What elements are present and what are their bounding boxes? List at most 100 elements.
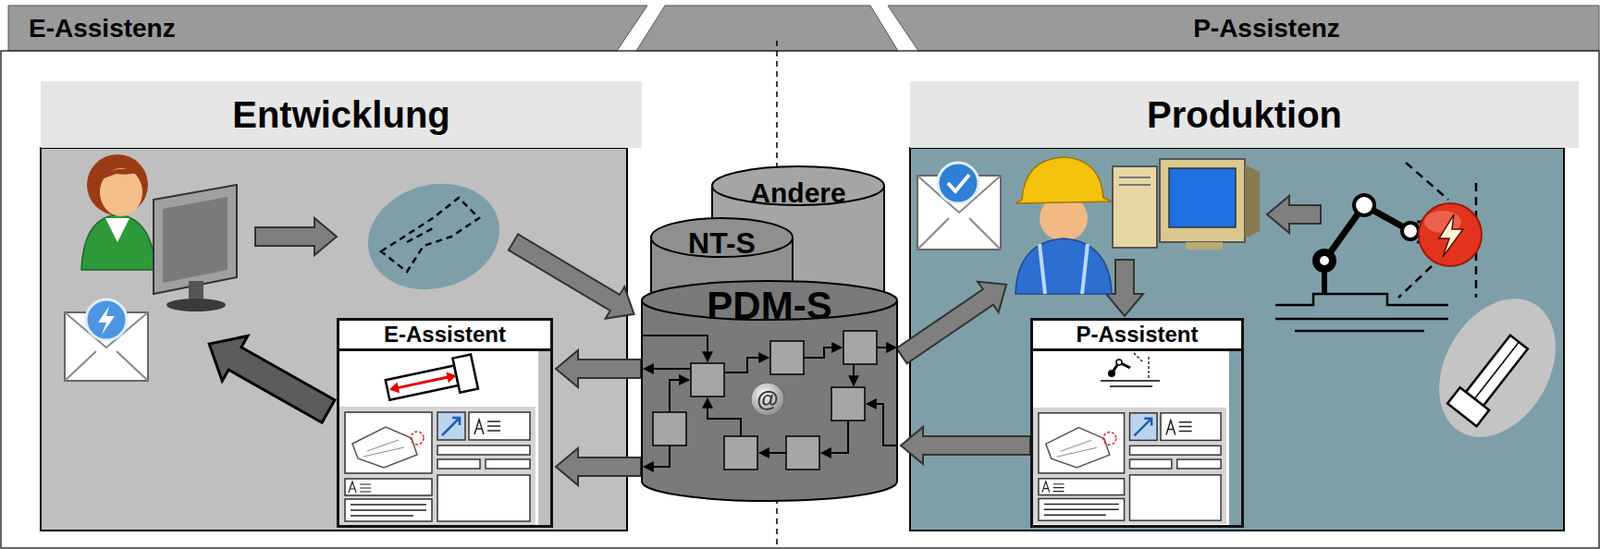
pdm-network <box>643 445 670 468</box>
node-text: P-Assistent <box>1033 320 1242 352</box>
p-assistant-screen <box>1116 359 1122 366</box>
block-arrow <box>555 448 641 486</box>
pdm-network <box>652 331 877 470</box>
block-arrow <box>900 427 1031 465</box>
bolt-part <box>1447 387 1490 427</box>
node-text: NT-S <box>650 217 794 261</box>
developer-figure <box>81 214 156 271</box>
p-assistant-screen <box>1100 380 1160 382</box>
developer-figure <box>86 154 148 216</box>
node-text: Entwicklung <box>40 81 642 148</box>
robot-symbol <box>1275 294 1449 306</box>
header-band: P-Assistenz <box>918 5 1600 51</box>
flow-arrow <box>196 321 341 435</box>
pdm-network <box>640 335 708 362</box>
header-band: E-Assistenz <box>8 5 625 51</box>
e-assistant-screen <box>396 377 450 389</box>
p-assistant-screen <box>1033 407 1227 525</box>
robot-symbol <box>1439 214 1464 258</box>
robot-symbol <box>1405 162 1449 200</box>
p-assistant-screen <box>1100 353 1160 387</box>
draft-part <box>356 169 512 304</box>
bolt-part <box>1415 278 1580 459</box>
panel-ground <box>40 147 628 531</box>
flow-arrow <box>504 226 644 331</box>
robot-symbol <box>1312 248 1337 273</box>
node-text: Produktion <box>910 81 1579 148</box>
developer-figure <box>81 154 156 271</box>
robot-symbol <box>1275 162 1482 332</box>
mail-alert-icon <box>98 306 115 335</box>
flow-arrow <box>255 218 337 256</box>
network-symbol: @ <box>756 386 778 413</box>
pdm-network <box>803 347 842 358</box>
pdm-network <box>750 382 785 417</box>
pdm-network <box>876 346 897 349</box>
pdm-network <box>643 368 691 370</box>
robot-symbol <box>1294 330 1425 333</box>
worker-figure <box>1015 157 1112 295</box>
e-assistant-screen <box>385 365 459 400</box>
node-text: E-Assistent <box>339 320 551 352</box>
monitor-icon <box>153 184 237 312</box>
robot-symbol <box>1402 222 1419 240</box>
pdm-network <box>724 357 769 373</box>
bolt-part <box>1474 342 1519 399</box>
mail-check-icon <box>937 162 979 204</box>
area-panel: ProduktionP-Assistent <box>910 81 1579 531</box>
assistant-box: P-Assistent <box>1030 318 1244 529</box>
robot-symbol <box>1398 266 1432 298</box>
pdm-network <box>821 420 849 454</box>
e-assistant-screen <box>339 406 536 526</box>
p-assistant-screen <box>1107 369 1116 378</box>
e-assistant-screen <box>383 354 479 407</box>
pdm-network <box>652 412 687 446</box>
header-bands <box>636 5 899 51</box>
computer-icon <box>1119 177 1151 185</box>
robot-symbol <box>1353 195 1375 216</box>
pdm-network <box>786 436 820 470</box>
developer-figure <box>105 218 130 243</box>
computer-icon <box>1244 164 1260 239</box>
computer-icon <box>1112 166 1157 248</box>
node-text: P-Assistenz <box>918 5 1600 51</box>
robot-symbol <box>1275 318 1449 321</box>
node-text: PDM-S <box>640 280 899 329</box>
computer-icon <box>1112 159 1260 250</box>
cylinder-body <box>641 300 898 502</box>
worker-figure <box>1039 244 1088 295</box>
e-assistant-screen <box>388 369 458 395</box>
bolt-part <box>1415 278 1580 459</box>
pdm-network <box>831 387 865 421</box>
pdm-network <box>707 398 741 437</box>
pdm-network <box>770 341 804 375</box>
mail-alert-icon <box>86 299 127 341</box>
monitor-icon <box>153 184 237 295</box>
worker-figure <box>1015 157 1112 204</box>
pdm-network <box>843 331 877 365</box>
developer-figure <box>98 169 141 182</box>
mail-check-icon <box>917 175 1001 250</box>
draft-part <box>356 169 512 304</box>
p-assistant-screen <box>1133 353 1144 363</box>
pdm-network <box>852 364 855 386</box>
draft-part <box>381 197 480 272</box>
robot-symbol <box>1319 256 1330 266</box>
robot-symbol <box>1418 203 1482 267</box>
flow-arrow <box>891 269 1018 371</box>
mail-check-icon <box>917 175 1001 250</box>
pdm-network <box>724 436 758 470</box>
mail-check-icon <box>947 174 970 192</box>
header-bands <box>8 5 1600 51</box>
worker-figure <box>1015 238 1112 295</box>
bolt-part <box>1447 331 1534 427</box>
p-assistant-screen <box>1109 385 1153 388</box>
mail-alert-icon <box>64 299 148 382</box>
p-assistant-screen <box>1147 356 1149 380</box>
flow-arrow <box>1267 196 1321 234</box>
assistant-box: E-Assistent <box>336 318 554 529</box>
pdm-network <box>866 404 899 446</box>
pdm-network <box>759 452 787 455</box>
mail-check-icon <box>917 162 1001 250</box>
